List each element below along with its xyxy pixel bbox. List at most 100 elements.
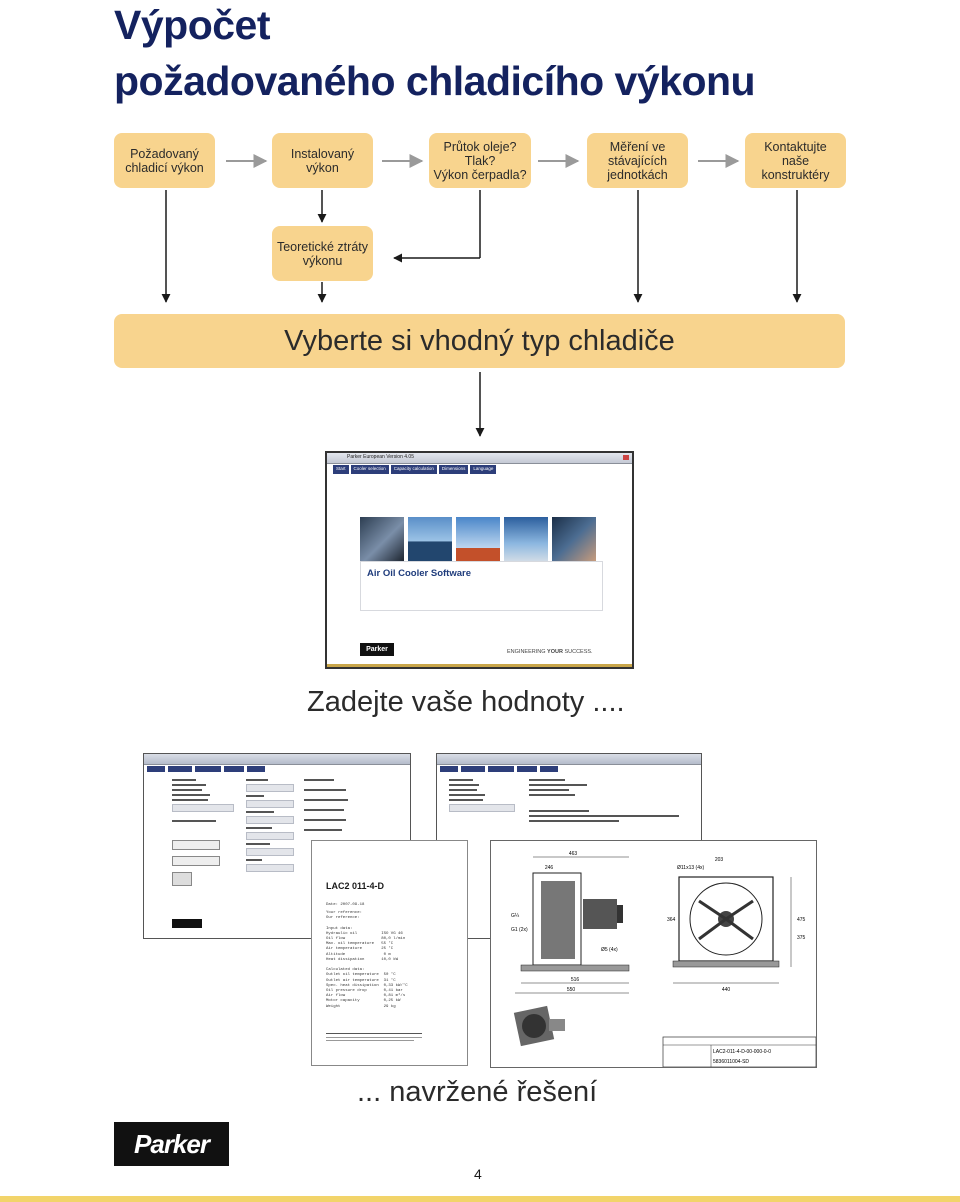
select-cooler-box: Vyberte si vhodný typ chladiče	[114, 314, 845, 368]
report-printout: LAC2 011-4-D Date: 2007-09-18 Your refer…	[311, 840, 468, 1066]
report-line: Air temperature 25 °C	[326, 947, 394, 952]
photo-machinery	[360, 517, 404, 561]
flow-box-theoretical-losses: Teoretické ztráty výkonu	[272, 226, 373, 281]
dim-side-375: 375	[797, 935, 806, 941]
photo-strip	[360, 517, 596, 561]
port-label-holes: Ø5 (4x)	[601, 947, 618, 953]
dim-top-hole: Ø11x13 (4x)	[677, 865, 704, 871]
report-line: Heat dissipation 10,0 kW	[326, 957, 399, 962]
caption-proposed-solution: ... navržené řešení	[357, 1076, 598, 1108]
side-view-feet	[520, 964, 630, 972]
report-lines: Your reference:Our reference: Input data…	[326, 911, 408, 1010]
dim-top-246: 246	[545, 865, 554, 871]
port-label-g14: G¼	[511, 913, 520, 919]
tagline-suffix: SUCCESS.	[562, 649, 593, 655]
input-parker-logo	[172, 919, 202, 928]
report-line: Oil pressure drop 0,41 bar	[326, 989, 403, 994]
calculated-panel	[304, 776, 390, 834]
page-title-line1: Výpočet	[114, 2, 271, 48]
side-view-motor-end	[617, 905, 623, 923]
photo-aircraft	[504, 517, 548, 561]
report-line: Oil flow 80,0 l/min	[326, 937, 406, 942]
report-line: Our reference:	[326, 916, 360, 921]
report-line: Outlet air temperature 31 °C	[326, 978, 396, 983]
software-parker-logo: Parker	[360, 643, 394, 656]
flow-box-oil-flow: Průtok oleje? Tlak? Výkon čerpadla?	[429, 133, 531, 188]
menu-start[interactable]: Start	[333, 465, 349, 474]
report-line: Calculated data:	[326, 968, 365, 973]
page-number: 4	[474, 1166, 482, 1182]
flow-box-installed-power: Instalovaný výkon	[272, 133, 373, 188]
iso-view-fan	[522, 1014, 546, 1038]
software-product-name: Air Oil Cooler Software	[367, 568, 471, 579]
flow-box-measurement: Měření ve stávajících jednotkách	[587, 133, 688, 188]
window-titlebar: Parker European Version 4.05	[327, 453, 632, 464]
report-line: Outlet oil temperature 50 °C	[326, 973, 396, 978]
software-bottom-bar	[327, 664, 632, 667]
input-window-menu	[144, 765, 410, 775]
window-close-icon	[623, 455, 629, 460]
menu-language[interactable]: Language	[470, 465, 497, 474]
dim-side-475: 475	[797, 917, 806, 923]
flow-box-contact-engineers: Kontaktujte naše konstruktéry	[745, 133, 846, 188]
report-line: Hydraulic oil ISO VG 46	[326, 931, 403, 936]
caption-enter-values: Zadejte vaše hodnoty ....	[307, 686, 625, 718]
footer-line	[0, 1196, 960, 1202]
selected-button[interactable]	[172, 840, 220, 850]
technical-drawing: 463 246 203 Ø11x13 (4x) 516 550 440 364 …	[490, 840, 817, 1068]
parker-logo-text: Parker	[134, 1128, 210, 1159]
dim-side-364: 364	[667, 917, 676, 923]
report-line: Motor capacity 0,25 kW	[326, 999, 401, 1004]
flow-box-required-cooling: Požadovaný chladicí výkon	[114, 133, 215, 188]
front-view-feet	[672, 960, 780, 968]
drawing-canvas: 463 246 203 Ø11x13 (4x) 516 550 440 364 …	[511, 851, 816, 1067]
menu-capacity-calculation[interactable]: Capacity calculation	[390, 465, 437, 474]
cooler-icon	[172, 872, 192, 886]
save-button[interactable]	[172, 856, 220, 866]
report-line: Weight 29 kg	[326, 1004, 396, 1009]
report-line: Input data:	[326, 926, 353, 931]
port-label-g1: G1 (2x)	[511, 927, 528, 933]
page-title-line2: požadovaného chladicího výkonu	[114, 58, 756, 104]
report-footer-line	[326, 1033, 422, 1034]
flowchart-arrows	[161, 154, 802, 437]
dim-top-203: 203	[715, 857, 724, 863]
report-line: Spec. heat dissipation 0,33 kW/°C	[326, 983, 408, 988]
title-block	[662, 1036, 816, 1067]
tagline-bold: YOUR	[547, 649, 563, 655]
report-line: Altitude 0 m	[326, 952, 391, 957]
window-title: Parker European Version 4.05	[347, 454, 414, 460]
input-window-right-titlebar	[437, 754, 701, 765]
front-view-blade-2	[698, 899, 727, 921]
software-tagline: ENGINEERING YOUR SUCCESS.	[507, 649, 593, 655]
software-screenshot: Parker European Version 4.05 Start Coole…	[325, 451, 634, 669]
front-view-fan-ring	[689, 882, 763, 956]
report-date: Date: 2007-09-18	[326, 903, 365, 907]
report-footer-text-2	[326, 1040, 414, 1041]
software-product-panel: Air Oil Cooler Software	[360, 561, 603, 611]
side-view-motor	[583, 899, 617, 929]
page-title: Výpočet požadovaného chladicího výkonu	[114, 0, 756, 104]
menu-cooler-selection[interactable]: Cooler selection	[350, 465, 389, 474]
menu-dimensions[interactable]: Dimensions	[438, 465, 469, 474]
dim-bottom-550: 550	[567, 987, 576, 993]
front-view-blade-1	[725, 899, 754, 921]
cooler-type-panel	[172, 776, 234, 886]
software-menu: Start Cooler selection Capacity calculat…	[327, 464, 632, 475]
parker-logo: Parker	[114, 1122, 229, 1166]
oil-panel	[246, 776, 294, 875]
report-line: Air flow 0,81 m³/s	[326, 994, 406, 999]
report-line: Your reference:	[326, 911, 363, 915]
input-window-right-menu	[437, 765, 701, 775]
iso-view-motor	[549, 1019, 565, 1031]
report-model: LAC2 011-4-D	[326, 881, 385, 891]
photo-hands	[552, 517, 596, 561]
title-block-part-no: 5836011004-SD	[713, 1059, 749, 1065]
front-view-blade-3	[725, 917, 754, 941]
report-line: Max. oil temperature 55 °C	[326, 942, 394, 947]
side-view-fan-housing	[541, 881, 575, 959]
technical-data-panel	[529, 776, 689, 825]
photo-wind-turbine	[456, 517, 500, 561]
dim-top-overall: 463	[569, 851, 578, 857]
input-window-titlebar	[144, 754, 410, 765]
